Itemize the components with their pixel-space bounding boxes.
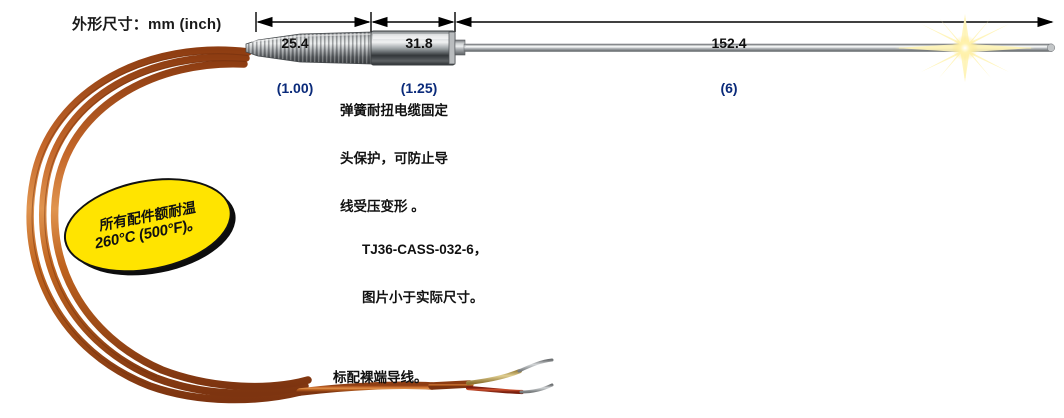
dimension-label-3: 152.4 (6) xyxy=(694,6,764,126)
badge-text: 所有配件额耐温 260°C (500°F)。 xyxy=(94,198,202,253)
dimension-label-2: 31.8 (1.25) xyxy=(388,6,450,126)
dimension-arrow-right xyxy=(354,16,371,28)
thermocouple-cable xyxy=(26,46,436,404)
dimension-value-inch: (1.25) xyxy=(400,80,438,96)
tip-glint-sparkle xyxy=(895,14,1035,82)
callout-line: 图片小于实际尺寸。 xyxy=(362,290,484,305)
dimension-arrow-right xyxy=(438,16,455,28)
callout-line: 标配裸端导线。 xyxy=(333,370,428,385)
dimension-value-mm: 31.8 xyxy=(405,35,433,51)
dimension-lines xyxy=(255,12,1054,32)
bare-lead-wires xyxy=(428,358,554,395)
dimension-value-inch: (1.00) xyxy=(276,80,314,96)
lead-wire-red-bare-tip xyxy=(519,383,554,394)
cable-shading xyxy=(31,53,249,386)
model-number: TJ36-CASS-032-6， xyxy=(362,242,488,257)
dimension-arrow-right xyxy=(1037,16,1054,28)
callout-model-number: TJ36-CASS-032-6， 图片小于实际尺寸。 xyxy=(362,210,487,338)
dimension-value-mm: 25.4 xyxy=(281,35,309,51)
cable-jacket-end xyxy=(428,380,474,390)
callout-line: 线受压变形 。 xyxy=(340,199,425,214)
callout-line: 弹簧耐扭电缆固定 xyxy=(340,103,448,118)
callout-bare-leads: 标配裸端导线。 xyxy=(333,338,428,418)
spring-strain-relief xyxy=(245,31,372,65)
cable-loop-outer xyxy=(26,46,304,404)
page-title: 外形尺寸：mm (inch) xyxy=(72,16,222,33)
dimension-arrow-left xyxy=(371,16,388,28)
dimension-label-1: 25.4 (1.00) xyxy=(264,6,326,126)
probe-shoulder xyxy=(454,39,466,56)
cable-run-to-leads xyxy=(296,381,436,396)
callout-line: 头保护，可防止导 xyxy=(340,151,448,166)
lead-wire-yellow-bare-tip xyxy=(517,358,554,373)
lead-wire-yellow xyxy=(465,368,523,386)
lead-wire-red xyxy=(465,385,525,395)
cable-loop-inner xyxy=(50,60,312,391)
dimension-arrow-left xyxy=(455,16,472,28)
dimension-value-inch: (6) xyxy=(720,80,738,96)
callout-spring-strain-relief: 弹簧耐扭电缆固定 头保护，可防止导 线受压变形 。 xyxy=(340,71,448,247)
dimension-value-mm: 152.4 xyxy=(711,35,747,51)
cable-loop-middle xyxy=(39,53,309,398)
dimension-arrow-left xyxy=(256,16,273,28)
